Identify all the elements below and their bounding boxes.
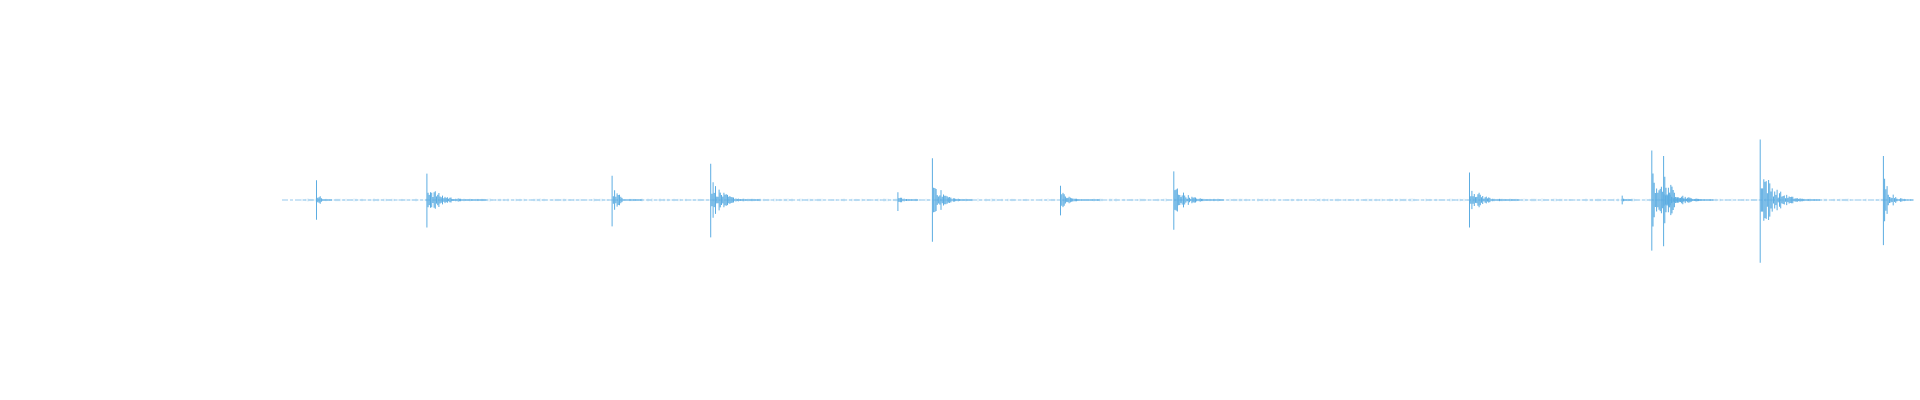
waveform-transient [710,163,761,238]
waveform-transient [1621,195,1633,205]
waveform-transient [897,192,919,211]
waveform-transient [1759,139,1820,263]
waveform-transient [1663,156,1714,247]
waveform-transient [316,180,332,220]
waveform-transient [931,158,973,242]
waveform-transient [426,173,487,228]
waveform-transient [1060,185,1101,216]
waveform-transient [1173,171,1224,230]
waveform-transient [1469,172,1520,228]
waveform-transient [611,175,643,227]
waveform-transient [1882,156,1914,246]
waveform-transients [316,139,1914,263]
